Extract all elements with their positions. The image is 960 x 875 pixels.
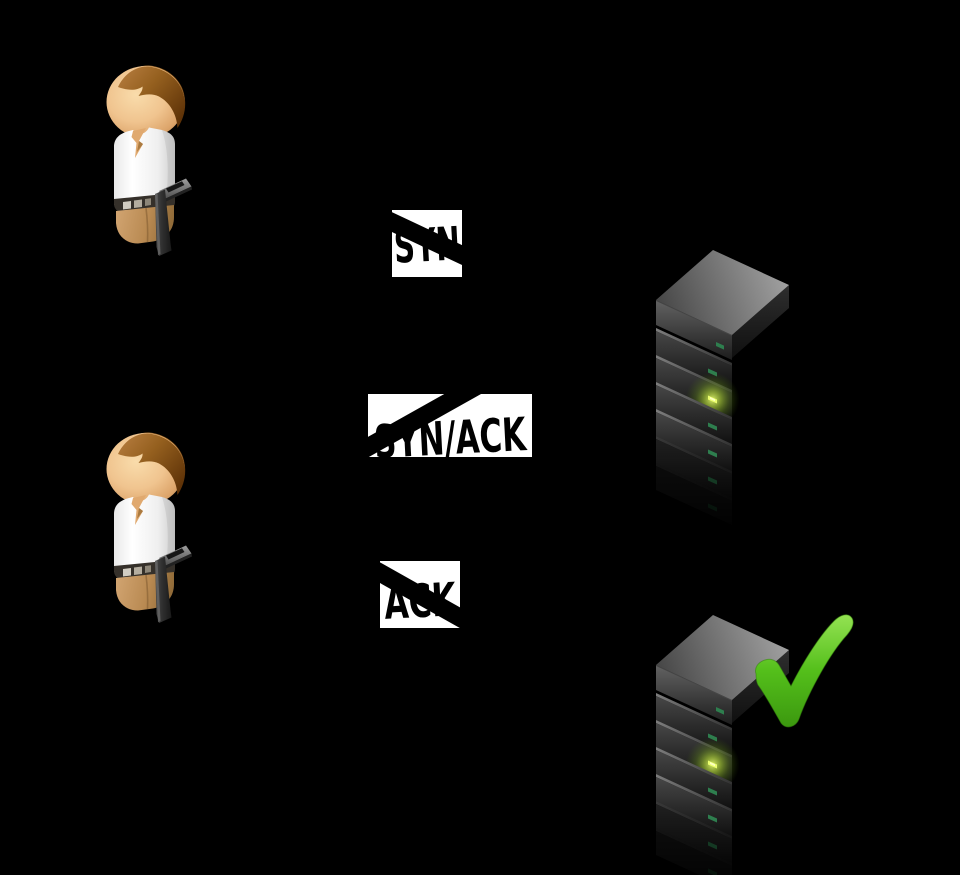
syn-ack-arrow: [210, 264, 685, 541]
check-mark-icon: [755, 614, 854, 728]
syn-label: SYN: [393, 216, 462, 273]
syn-arrow: [171, 111, 704, 376]
ack-arrow: [175, 452, 705, 761]
syn-ack-label: SYN/ACK: [373, 407, 529, 469]
ack-label: ACK: [383, 572, 459, 630]
